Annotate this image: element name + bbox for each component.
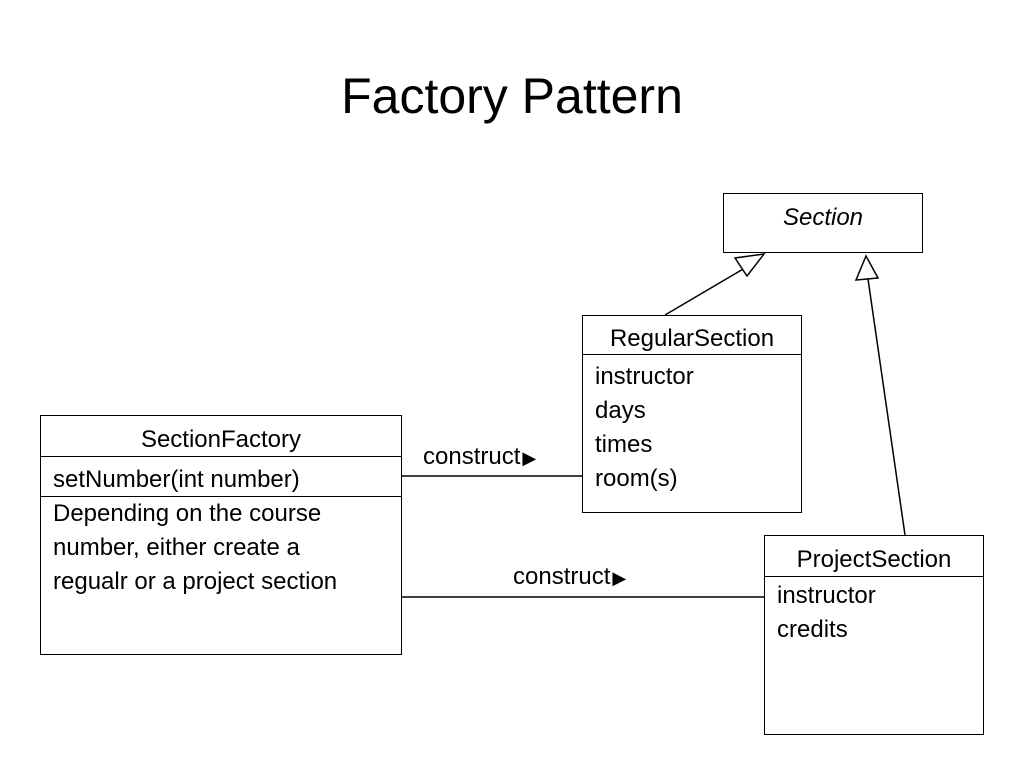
direction-arrow-icon: ▶ [612, 568, 627, 588]
construct-project-label: construct▶ [513, 563, 626, 591]
regular-section-attributes: instructor days times room(s) [583, 354, 801, 496]
section-factory-class-name: SectionFactory [140, 426, 302, 453]
project-section-class-box: ProjectSection instructor credits [764, 535, 984, 735]
regular-section-class-box: RegularSection instructor days times roo… [582, 315, 802, 513]
project-section-class-name: ProjectSection [796, 546, 952, 573]
section-factory-notes: Depending on the course number, either c… [41, 496, 401, 599]
edge-label-text: construct [513, 563, 611, 590]
project-to-section-edge [867, 278, 906, 536]
section-class-name: Section [782, 204, 864, 231]
page-title: Factory Pattern [341, 68, 683, 124]
attribute: instructor [595, 363, 694, 390]
method: setNumber(int number) [53, 466, 300, 493]
note-line: regualr or a project section [53, 568, 338, 595]
attribute: room(s) [595, 465, 678, 492]
attribute: instructor [777, 582, 876, 609]
section-class-box: Section [723, 193, 923, 253]
project-inheritance-arrowhead [854, 254, 880, 281]
edge-label-text: construct [423, 443, 521, 470]
section-factory-methods: setNumber(int number) [41, 456, 401, 496]
note-line: Depending on the course [53, 500, 322, 527]
project-section-attributes: instructor credits [765, 576, 983, 647]
attribute: times [595, 431, 653, 458]
direction-arrow-icon: ▶ [522, 448, 537, 468]
attribute: credits [777, 616, 848, 643]
regular-to-section-edge [664, 264, 751, 316]
note-line: number, either create a [53, 534, 300, 561]
section-factory-class-box: SectionFactory setNumber(int number) Dep… [40, 415, 402, 655]
construct-regular-label: construct▶ [423, 443, 536, 471]
regular-inheritance-arrowhead [733, 253, 766, 278]
attribute: days [595, 397, 646, 424]
regular-section-class-name: RegularSection [609, 325, 775, 352]
